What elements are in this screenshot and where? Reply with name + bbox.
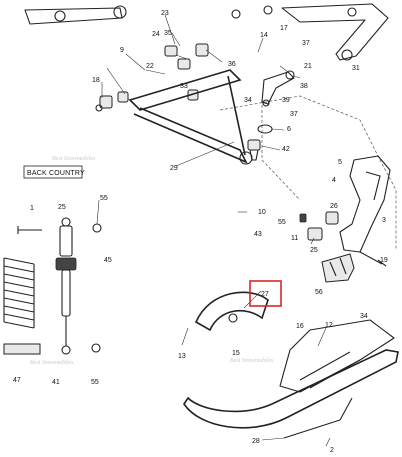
callout-1: 1 xyxy=(30,205,34,212)
callout-labels: 24 23 35 36 14 17 37 21 31 9 18 22 33 34… xyxy=(13,10,388,454)
callout-27-highlight xyxy=(249,280,282,307)
callout-55a: 55 xyxy=(100,195,108,202)
ball-joint xyxy=(247,139,261,161)
callout-56: 56 xyxy=(315,289,323,296)
callout-25b: 25 xyxy=(310,247,318,254)
callout-6: 6 xyxy=(287,126,291,133)
o-ring xyxy=(257,124,273,134)
watermark-text: Best Snowmobiles xyxy=(230,358,274,364)
lower-a-arm xyxy=(128,69,253,165)
callout-47: 47 xyxy=(13,377,21,384)
callout-17: 17 xyxy=(280,25,288,32)
callout-28: 28 xyxy=(252,438,260,445)
callout-27: 27 xyxy=(261,291,269,298)
group-outline-dashed xyxy=(219,95,397,250)
watermark-text: Best Snowmobiles xyxy=(30,360,74,366)
upper-arm-31 xyxy=(281,3,389,61)
callout-22: 22 xyxy=(146,63,154,70)
variant-label-text: BACK COUNTRY xyxy=(27,170,85,177)
callout-39: 39 xyxy=(282,97,290,104)
callout-25: 25 xyxy=(58,204,66,211)
callout-12: 12 xyxy=(325,322,333,329)
callout-16: 16 xyxy=(296,323,304,330)
callout-38: 38 xyxy=(300,83,308,90)
variant-label: BACK COUNTRY xyxy=(23,165,85,179)
ski xyxy=(183,319,399,429)
ski-leg-bushing xyxy=(299,211,339,241)
callout-29: 29 xyxy=(170,165,178,172)
callout-36: 36 xyxy=(228,61,236,68)
ski-leg xyxy=(194,291,269,332)
callout-26: 26 xyxy=(330,203,338,210)
callout-21: 21 xyxy=(304,63,312,70)
callout-34b: 34 xyxy=(360,313,368,320)
ski-wear-pad xyxy=(321,253,355,283)
watermark: Best Snowmobiles Best Snowmobiles Best S… xyxy=(30,156,274,366)
callout-37: 37 xyxy=(302,40,310,47)
leader-lines xyxy=(96,14,331,447)
callout-45: 45 xyxy=(104,257,112,264)
watermark-text: Best Snowmobiles xyxy=(52,156,96,162)
shock-bolt xyxy=(17,226,42,234)
spindle xyxy=(339,155,391,253)
callout-55c: 55 xyxy=(91,379,99,386)
callout-41: 41 xyxy=(52,379,60,386)
shock-absorber xyxy=(55,217,102,355)
callout-34: 34 xyxy=(244,97,252,104)
callout-11: 11 xyxy=(291,235,298,242)
carbide-runner xyxy=(283,397,353,439)
callout-33: 33 xyxy=(180,83,188,90)
bolt xyxy=(359,251,387,267)
callout-4: 4 xyxy=(332,177,336,184)
callout-13: 13 xyxy=(178,353,186,360)
callout-2: 2 xyxy=(330,447,334,454)
callout-15: 15 xyxy=(232,350,240,357)
callout-37b: 37 xyxy=(290,111,298,118)
spring-seat xyxy=(3,343,41,355)
callout-18: 18 xyxy=(92,77,100,84)
callout-31: 31 xyxy=(352,65,360,72)
callout-14: 14 xyxy=(260,32,268,39)
bushings xyxy=(95,5,273,112)
callout-23: 23 xyxy=(161,10,169,17)
callout-3: 3 xyxy=(382,217,386,224)
callout-19: 19 xyxy=(380,257,388,264)
callout-43: 43 xyxy=(254,231,262,238)
callout-55b: 55 xyxy=(278,219,286,226)
callout-24: 24 xyxy=(152,31,160,38)
callout-42: 42 xyxy=(282,146,290,153)
callout-5: 5 xyxy=(338,159,342,166)
callout-35: 35 xyxy=(164,30,172,37)
group-outline-dashed xyxy=(261,100,301,201)
callout-9: 9 xyxy=(120,47,124,54)
upper-a-arm xyxy=(24,5,127,25)
coil-spring xyxy=(3,257,35,329)
callout-10: 10 xyxy=(258,209,266,216)
